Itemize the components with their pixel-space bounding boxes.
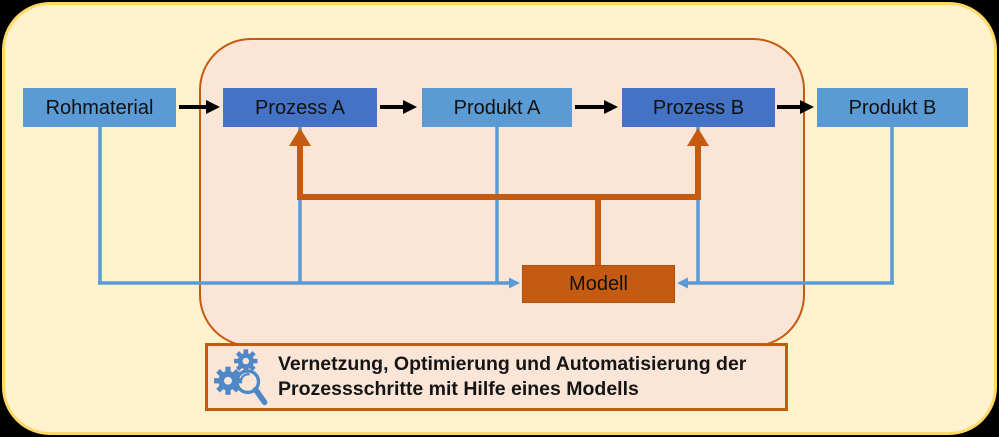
- orange-control-lines: [297, 142, 701, 267]
- magnifier: [235, 369, 268, 406]
- flow-box-label: Produkt A: [453, 96, 541, 119]
- flow-box-label: Prozess B: [652, 96, 745, 119]
- flow-box-prozess-b: Prozess B: [622, 88, 775, 127]
- model-box: Modell: [522, 265, 675, 303]
- caption-line-1: Vernetzung, Optimierung und Automatisier…: [278, 353, 747, 375]
- caption-text: Vernetzung, Optimierung und Automatisier…: [278, 352, 746, 402]
- caption-box: Vernetzung, Optimierung und Automatisier…: [205, 343, 788, 411]
- orange-arrowhead-prozess-a: [289, 128, 311, 146]
- flow-box-label: Rohmaterial: [45, 96, 154, 119]
- flow-box-label: Prozess A: [254, 96, 346, 119]
- blue-feedback-lines: [98, 125, 894, 285]
- model-box-label: Modell: [569, 272, 628, 295]
- flow-box-label: Produkt B: [848, 96, 937, 119]
- black-arrowheads: [206, 100, 814, 114]
- flow-box-prozess-a: Prozess A: [223, 88, 377, 127]
- flow-box-produkt-a: Produkt A: [422, 88, 572, 127]
- flow-box-produkt-b: Produkt B: [817, 88, 968, 127]
- caption-line-2: Prozessschritte mit Hilfe eines Modells: [278, 378, 639, 400]
- gears-magnifier-icon: [214, 349, 268, 406]
- flow-box-rohmaterial: Rohmaterial: [23, 88, 176, 127]
- blue-arrowhead-into-modell-left: [509, 277, 520, 289]
- orange-arrowhead-prozess-b: [687, 128, 709, 146]
- blue-arrowhead-into-modell-right: [677, 277, 688, 289]
